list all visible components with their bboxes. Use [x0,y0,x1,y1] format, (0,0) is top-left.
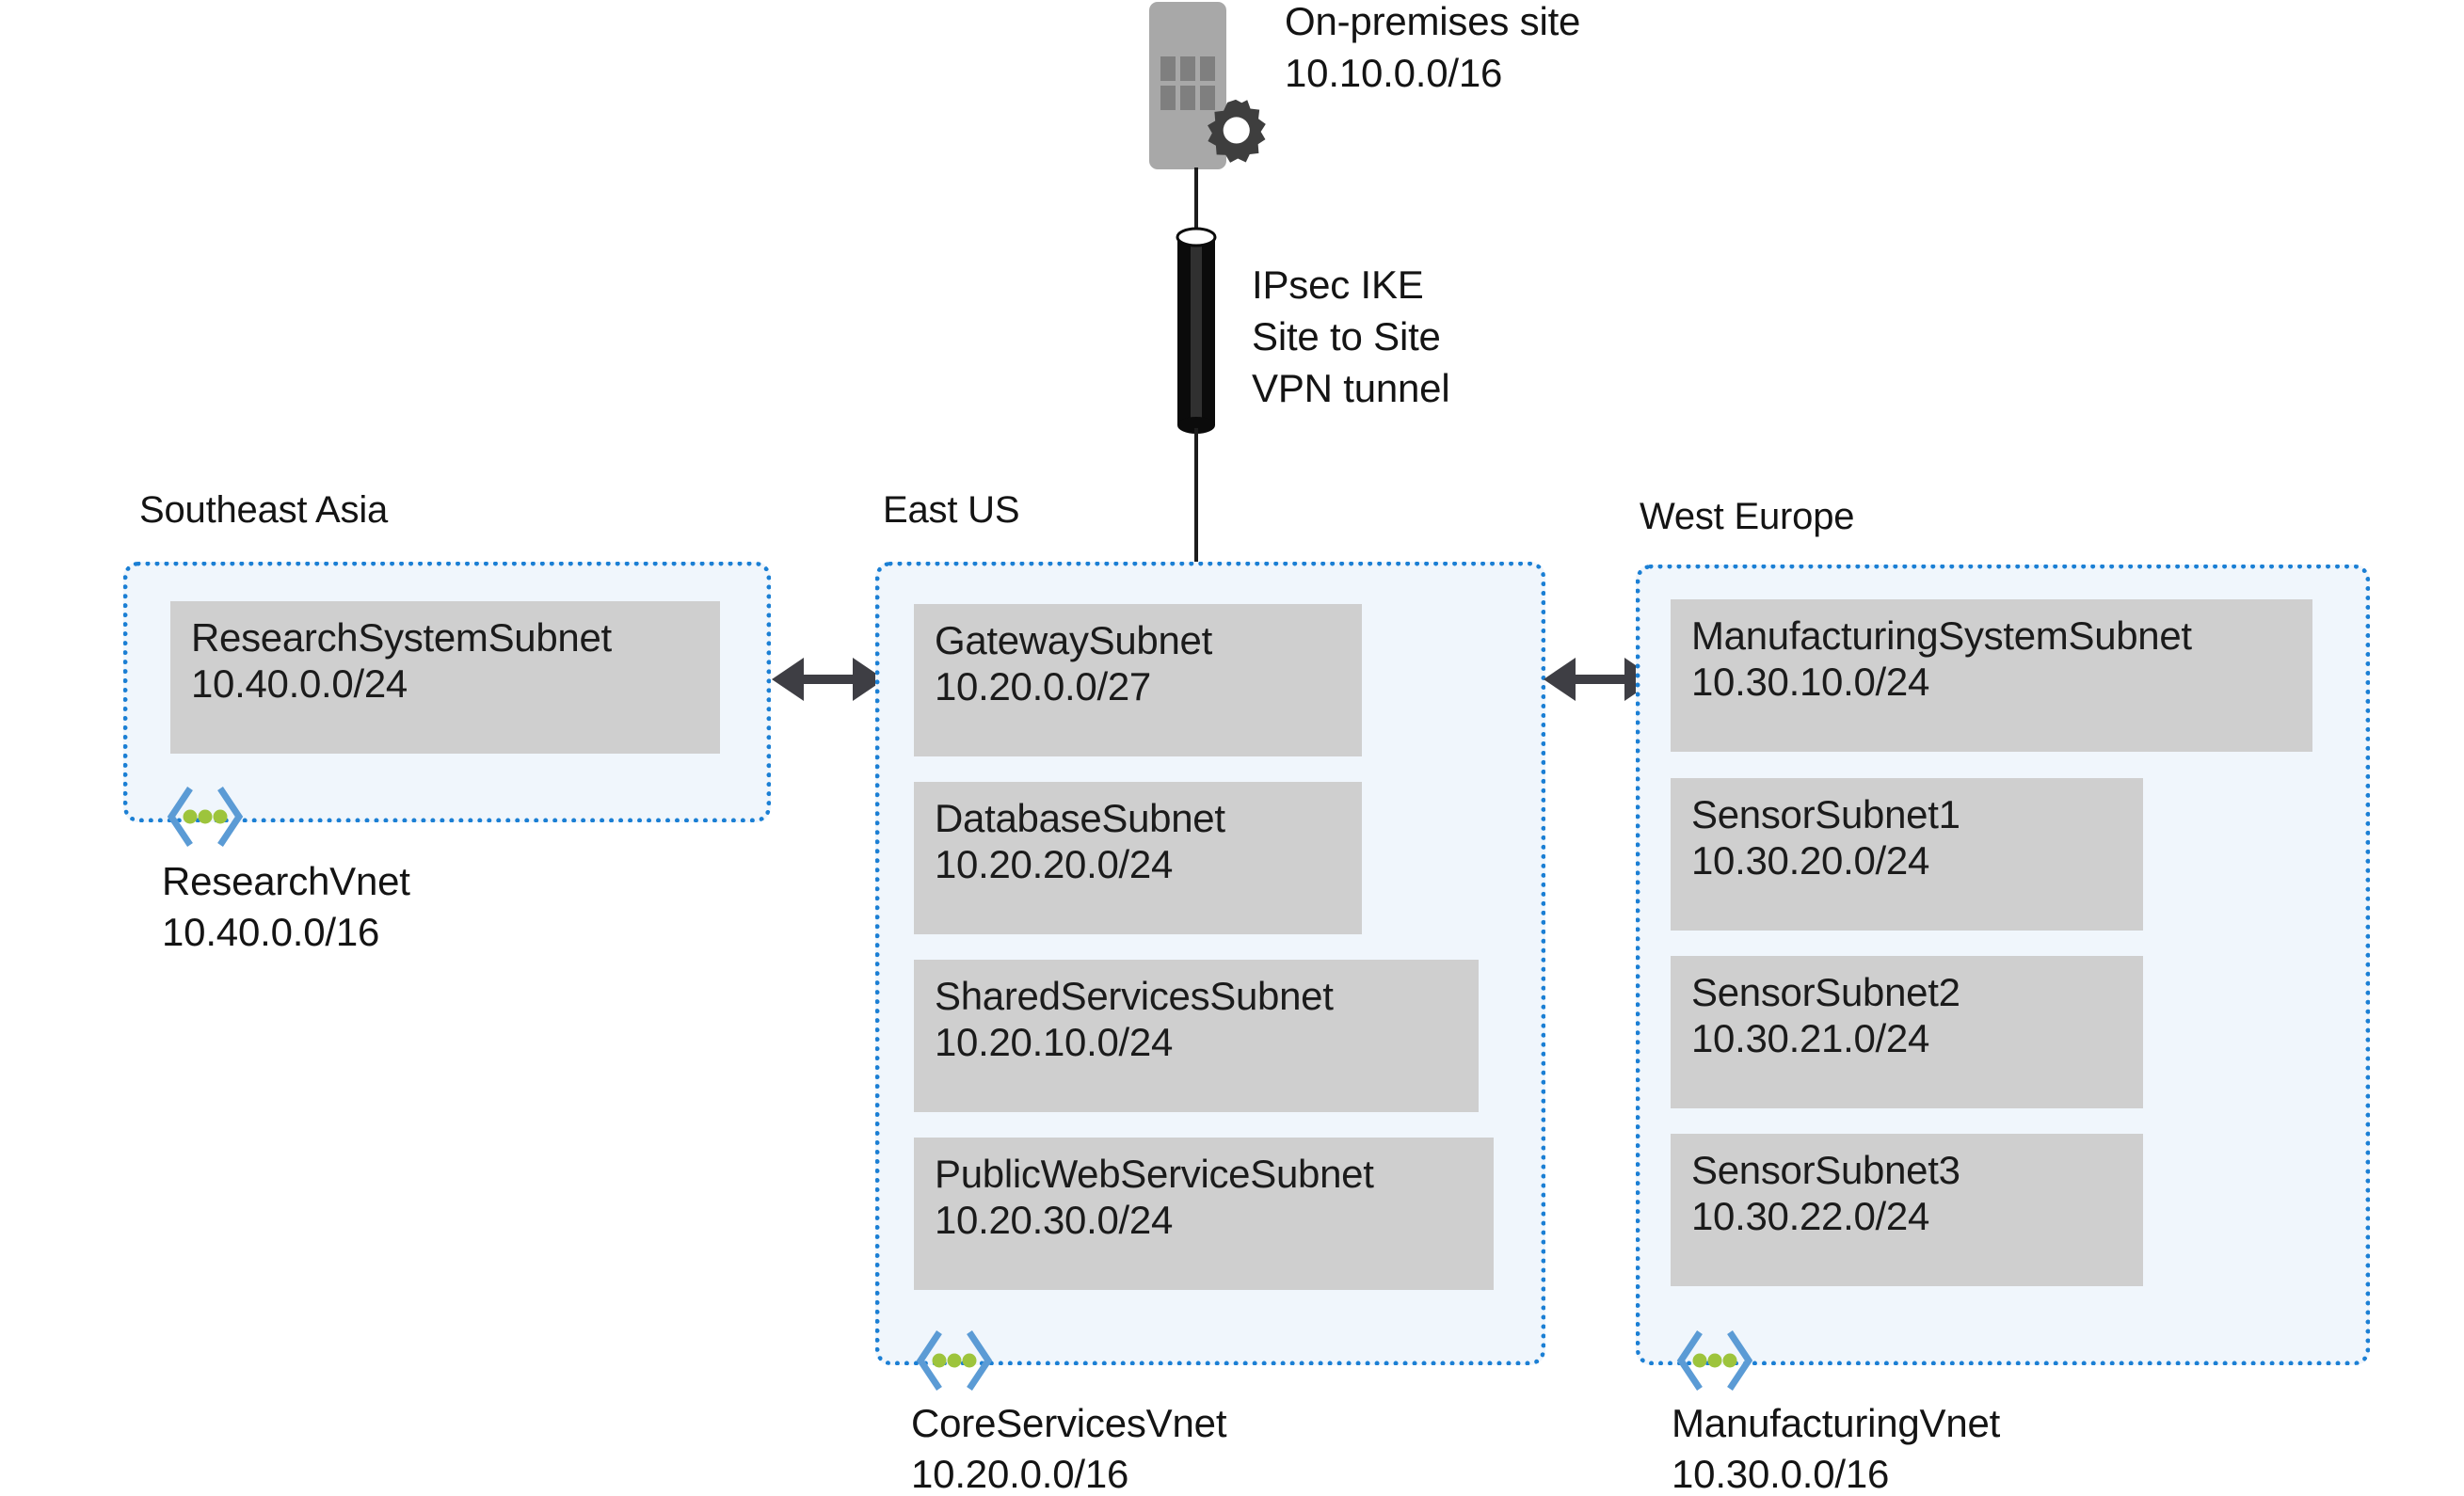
subnet-name: ResearchSystemSubnet [191,615,612,660]
window-cell [1180,56,1195,81]
vnet-icon [1676,1330,1753,1391]
vnet-core-services[interactable]: GatewaySubnet 10.20.0.0/27 DatabaseSubne… [875,562,1545,1365]
vnet-cidr-manufacturing: 10.30.0.0/16 [1672,1452,1890,1496]
vnet-icon [916,1330,993,1391]
subnet-cidr: 10.20.30.0/24 [935,1198,1174,1243]
vnet-name-research: ResearchVnet [162,859,410,903]
tunnel-label-line3: VPN tunnel [1252,366,1450,410]
subnet-sensor-3[interactable]: SensorSubnet3 10.30.22.0/24 [1671,1134,2143,1286]
subnet-cidr: 10.30.21.0/24 [1691,1016,1930,1061]
region-label-west-europe: West Europe [1640,496,1855,537]
vpn-line-lower [1194,428,1198,565]
vnet-manufacturing[interactable]: ManufacturingSystemSubnet 10.30.10.0/24 … [1636,565,2370,1365]
subnet-research-system[interactable]: ResearchSystemSubnet 10.40.0.0/24 [170,601,720,754]
region-label-east-us: East US [883,489,1020,531]
peering-arrow-left[interactable] [772,651,885,708]
tunnel-label-line2: Site to Site [1252,314,1441,358]
subnet-sensor-2[interactable]: SensorSubnet2 10.30.21.0/24 [1671,956,2143,1108]
vnet-name-manufacturing: ManufacturingVnet [1672,1401,2001,1445]
vnet-name-core-services: CoreServicesVnet [911,1401,1227,1445]
subnet-name: GatewaySubnet [935,618,1212,662]
onpremises-site-icon [1149,2,1273,169]
vnet-cidr-core-services: 10.20.0.0/16 [911,1452,1129,1496]
vnet-research[interactable]: ResearchSystemSubnet 10.40.0.0/24 [123,562,771,822]
subnet-name: ManufacturingSystemSubnet [1691,613,2192,658]
subnet-name: SensorSubnet1 [1691,792,1960,836]
subnet-cidr: 10.20.10.0/24 [935,1020,1174,1065]
subnet-cidr: 10.30.20.0/24 [1691,838,1930,883]
subnet-cidr: 10.20.20.0/24 [935,842,1174,887]
subnet-name: SensorSubnet2 [1691,970,1960,1014]
subnet-cidr: 10.40.0.0/24 [191,661,408,707]
vnet-cidr-research: 10.40.0.0/16 [162,910,380,954]
window-cell [1200,56,1215,81]
subnet-cidr: 10.30.22.0/24 [1691,1194,1930,1239]
subnet-manufacturing-system[interactable]: ManufacturingSystemSubnet 10.30.10.0/24 [1671,599,2312,752]
window-cell [1180,86,1195,110]
window-cell [1160,56,1176,81]
tunnel-label-line1: IPsec IKE [1252,263,1424,307]
building-windows [1160,56,1215,110]
subnet-cidr: 10.30.10.0/24 [1691,660,1930,705]
subnet-name: DatabaseSubnet [935,796,1225,840]
subnet-shared-services[interactable]: SharedServicesSubnet 10.20.10.0/24 [914,960,1479,1112]
subnet-name: SensorSubnet3 [1691,1148,1960,1192]
onpremises-site-name: On-premises site [1285,0,1581,43]
subnet-name: SharedServicesSubnet [935,974,1334,1018]
vnet-icon [167,787,244,847]
window-cell [1200,86,1215,110]
vpn-tunnel-cylinder-icon [1176,227,1217,434]
subnet-sensor-1[interactable]: SensorSubnet1 10.30.20.0/24 [1671,778,2143,931]
subnet-public-web-service[interactable]: PublicWebServiceSubnet 10.20.30.0/24 [914,1138,1494,1290]
window-cell [1160,86,1176,110]
subnet-gateway[interactable]: GatewaySubnet 10.20.0.0/27 [914,604,1362,756]
subnet-database[interactable]: DatabaseSubnet 10.20.20.0/24 [914,782,1362,934]
onpremises-site-cidr: 10.10.0.0/16 [1285,51,1503,95]
region-label-southeast-asia: Southeast Asia [139,489,389,531]
subnet-cidr: 10.20.0.0/27 [935,664,1151,709]
office-building-icon [1149,2,1226,169]
vpn-line-upper [1194,167,1198,243]
subnet-name: PublicWebServiceSubnet [935,1152,1374,1196]
gear-icon [1208,99,1266,163]
